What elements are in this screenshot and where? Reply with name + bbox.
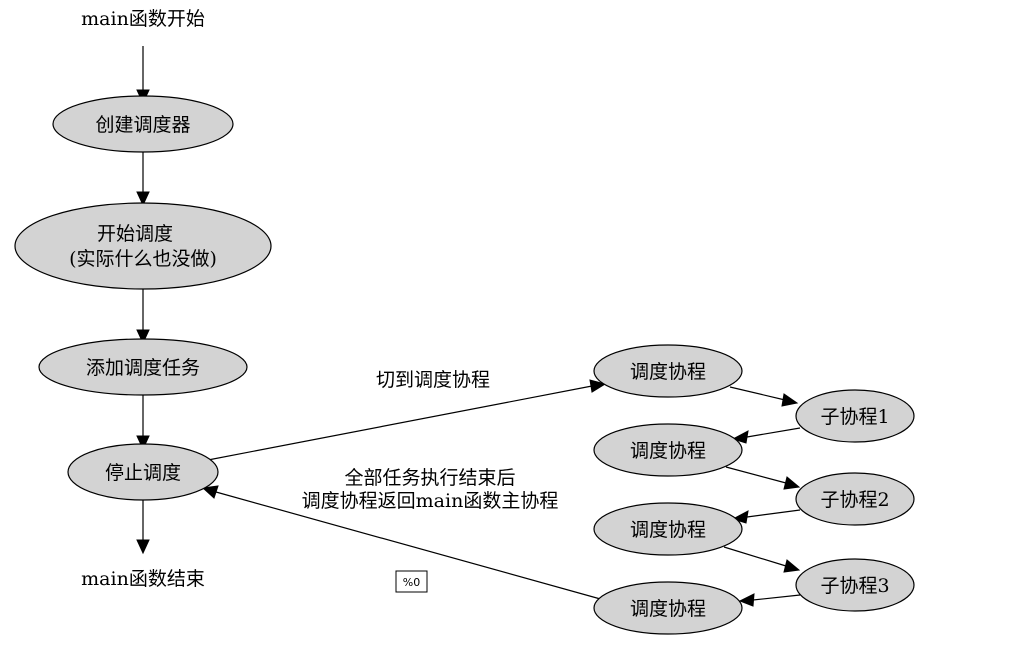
node-sub-coroutine-1-label: 子协程1 (820, 406, 889, 428)
graph-id-badge-label: %0 (403, 576, 420, 589)
node-stop-scheduling: 停止调度 (67, 443, 219, 501)
edge-sched4-to-stop (201, 485, 605, 601)
node-scheduler-coroutine-4: 调度协程 (593, 581, 743, 635)
graph-id-badge: %0 (395, 570, 428, 593)
node-sub-coroutine-3-label: 子协程3 (820, 575, 889, 597)
edge-switch-label: 切到调度协程 (376, 369, 490, 391)
node-scheduler-coroutine-1-label: 调度协程 (630, 361, 706, 383)
edge-sched3-to-sub3 (723, 546, 801, 573)
edge-sub2-to-sched3 (731, 509, 801, 524)
node-begin-scheduling-label-line2: (实际什么也没做) (69, 248, 217, 270)
edge-sub1-to-sched2 (731, 427, 801, 444)
node-add-task-label: 添加调度任务 (86, 357, 200, 379)
node-sub-coroutine-2: 子协程2 (795, 472, 915, 526)
edge-add-to-stop (136, 394, 150, 451)
node-scheduler-coroutine-3-label: 调度协程 (630, 519, 706, 541)
start-label: main函数开始 (81, 8, 205, 30)
node-begin-scheduling: 开始调度 (实际什么也没做) (14, 202, 272, 290)
node-create-scheduler-label: 创建调度器 (95, 114, 190, 136)
node-stop-scheduling-label: 停止调度 (105, 462, 181, 484)
node-scheduler-coroutine-3: 调度协程 (593, 502, 743, 556)
edge-sched1-to-sub1 (729, 386, 799, 407)
edge-stop-to-end (136, 498, 150, 555)
edge-start-to-create (136, 46, 150, 105)
edge-stop-to-sched1 (207, 379, 607, 461)
node-begin-scheduling-label-line1: 开始调度 (97, 223, 173, 245)
edge-return-label-line2: 调度协程返回main函数主协程 (302, 490, 559, 512)
edge-begin-to-add (136, 289, 150, 345)
node-scheduler-coroutine-2: 调度协程 (593, 423, 743, 477)
node-scheduler-coroutine-2-label: 调度协程 (630, 440, 706, 462)
edge-sub3-to-sched4 (738, 593, 801, 607)
node-sub-coroutine-1: 子协程1 (795, 389, 915, 443)
edge-return-label-line1: 全部任务执行结束后 (344, 467, 515, 489)
node-add-task: 添加调度任务 (38, 338, 248, 396)
end-label: main函数结束 (81, 568, 205, 590)
node-sub-coroutine-2-label: 子协程2 (820, 489, 889, 511)
edge-create-to-begin (136, 152, 150, 207)
node-scheduler-coroutine-4-label: 调度协程 (630, 598, 706, 620)
node-create-scheduler: 创建调度器 (52, 95, 234, 153)
node-sub-coroutine-3: 子协程3 (795, 558, 915, 612)
node-scheduler-coroutine-1: 调度协程 (593, 344, 743, 398)
edge-sched2-to-sub2 (725, 466, 801, 490)
